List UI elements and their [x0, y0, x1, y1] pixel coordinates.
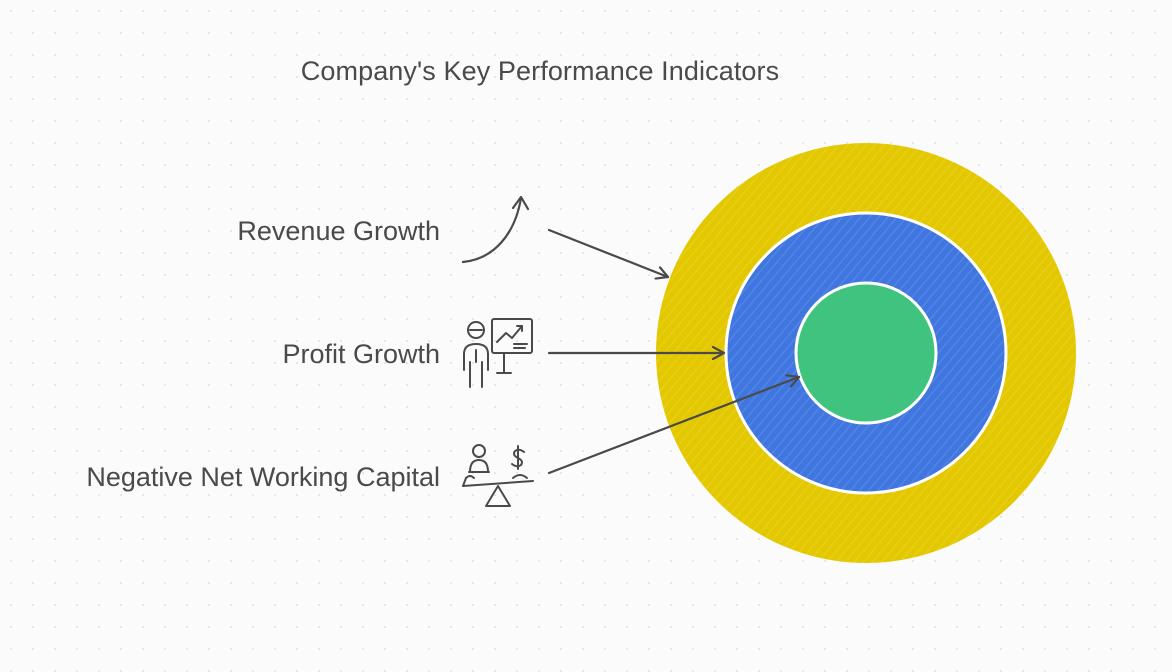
- negative-net-working-capital-label: Negative Net Working Capital: [86, 462, 440, 492]
- profit-growth-label: Profit Growth: [282, 339, 440, 369]
- presenter-chart-icon: [463, 318, 533, 388]
- revenue-growth-arrow: [547, 228, 670, 277]
- inner-ring: [794, 281, 938, 425]
- balance-scale-icon: [462, 444, 534, 507]
- trend-up-arrow-icon: [461, 195, 530, 264]
- revenue-growth-label: Revenue Growth: [237, 216, 440, 246]
- kpi-rings: [656, 143, 1076, 563]
- connector-arrows: [547, 228, 801, 475]
- negative-nwc-arrow: [547, 377, 801, 475]
- diagram-title: Company's Key Performance Indicators: [300, 56, 780, 86]
